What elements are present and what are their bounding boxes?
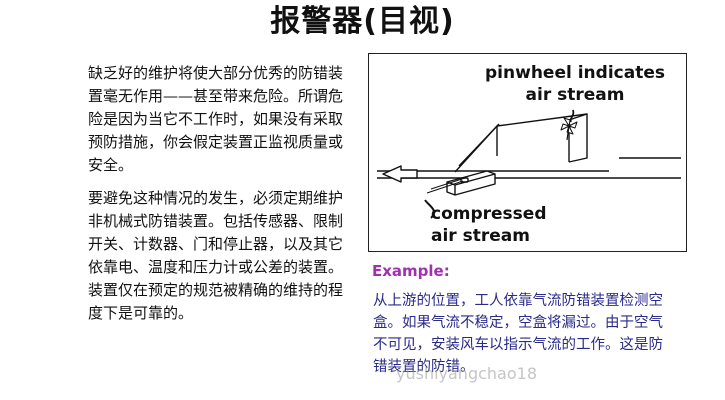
callout-line: pinwheel indicates [485,63,665,83]
pinwheel-diagram: pinwheel indicates air stream compressed… [368,53,687,252]
air-stream-line [426,177,466,194]
body-text: 缺乏好的维护将使大部分优秀的防错装置毫无作用——甚至带来危险。所谓危险是因为当它… [88,62,356,335]
conveyor-illustration [377,109,681,219]
air-nozzle-box [446,170,496,196]
direction-arrow [382,165,418,183]
callout-line: air stream [431,226,530,246]
pinwheel-pointer [569,109,575,123]
conveyor-base-line [377,157,681,172]
pinwheel-callout: pinwheel indicates air stream [465,62,685,106]
example-label: Example: [372,262,450,280]
compressed-air-pointer [424,199,435,219]
callout-line: air stream [525,85,625,105]
watermark: yushiyangchao18 [396,364,537,383]
slide-title: 报警器(目视) [270,4,455,39]
example-text: 从上游的位置，工人依靠气流防错装置检测空盒。如果气流不稳定，空盒将漏过。由于空气… [373,293,663,375]
compressed-air-callout: compressed air stream [431,203,671,247]
paragraph-maintenance-advice: 要避免这种情况的发生，必须定期维护非机械式防错装置。包括传感器、限制开关、计数器… [88,189,344,322]
tray-rim [458,123,500,167]
pinwheel-stick [566,125,570,141]
callout-line: compressed [431,204,547,224]
tray-inner-edge [496,113,588,162]
paragraph-maintenance-warning: 缺乏好的维护将使大部分优秀的防错装置毫无作用——甚至带来危险。所谓危险是因为当它… [88,64,344,174]
